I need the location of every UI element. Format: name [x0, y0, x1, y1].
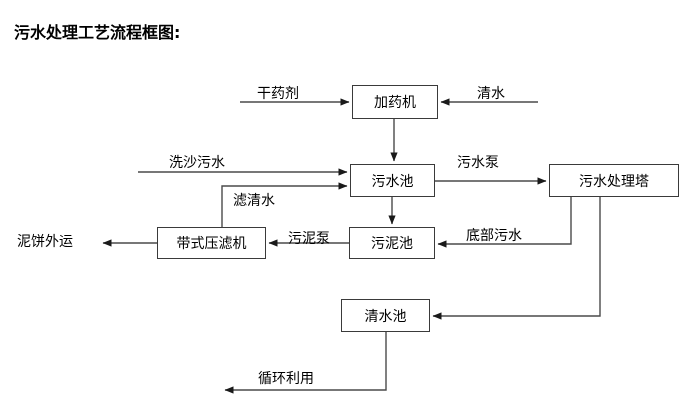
node-sludge-pool[interactable]: 污泥池	[349, 227, 435, 259]
node-clean-water-pool[interactable]: 清水池	[341, 299, 430, 332]
io-label-mud-cake-transport: 泥饼外运	[17, 234, 73, 250]
node-label: 清水池	[364, 308, 407, 325]
node-label: 污水池	[371, 173, 414, 190]
edge-label-recycle-reuse: 循环利用	[258, 371, 314, 387]
edge-tower-to-clean-water-pool	[432, 197, 601, 320]
edge-filter-press-to-sewage-pool	[221, 182, 348, 227]
io-label-clean-water-input: 清水	[477, 86, 505, 102]
node-label: 污泥池	[371, 236, 413, 252]
edge-label-sludge-pump: 污泥泵	[288, 231, 330, 247]
edge-tower-to-sludge-pool	[437, 197, 572, 248]
page-title: 污水处理工艺流程框图:	[14, 23, 181, 42]
node-label: 污水处理塔	[579, 173, 649, 190]
node-label: 加药机	[374, 95, 416, 111]
node-sewage-treatment-tower[interactable]: 污水处理塔	[549, 164, 679, 197]
node-dosing-machine[interactable]: 加药机	[352, 85, 438, 119]
node-sewage-pool[interactable]: 污水池	[350, 164, 435, 197]
io-label-dry-chemical: 干药剂	[257, 86, 299, 102]
edge-clean-water-pool-to-recycle	[224, 332, 387, 394]
node-belt-filter-press[interactable]: 带式压滤机	[157, 227, 266, 259]
edge-label-sewage-pump: 污水泵	[457, 155, 499, 171]
io-label-sand-washing-sewage: 洗沙污水	[169, 155, 225, 171]
edge-label-bottom-sewage: 底部污水	[466, 228, 522, 244]
node-label: 带式压滤机	[176, 236, 247, 252]
edge-label-filtered-clear-water: 滤清水	[233, 193, 275, 209]
